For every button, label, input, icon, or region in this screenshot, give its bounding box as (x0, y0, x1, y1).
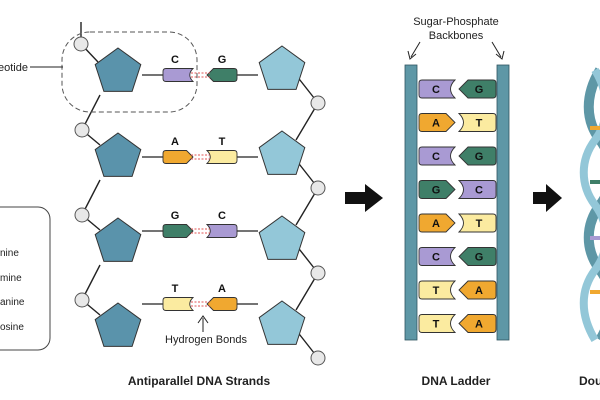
ladder-letter-left-5: A (432, 218, 440, 230)
ladder-base-left-2 (418, 113, 456, 132)
sugar-phosphate-label-line1: Sugar-Phosphate (413, 16, 499, 28)
ladder-base-left-3 (418, 146, 457, 166)
sugar-right-2 (258, 130, 306, 175)
ladder-letter-left-6: C (432, 252, 440, 264)
sugar-pentagons (94, 45, 306, 347)
strand-letter-right-4: A (218, 283, 226, 295)
ladder-right-backbone (496, 64, 510, 341)
ladder-left-backbone (404, 64, 418, 341)
ladder-letter-left-4: G (432, 185, 441, 197)
sugar-phosphate-label-line2: Backbones (429, 30, 484, 42)
strand-base-right-4 (206, 297, 238, 311)
ladder-base-left-7 (418, 280, 457, 300)
sugar-left-1 (94, 47, 142, 92)
sugar-left-2 (94, 132, 142, 177)
ladder-letter-left-1: C (432, 84, 440, 96)
strand-letter-right-2: T (219, 136, 226, 148)
ladder-letter-left-8: T (433, 319, 440, 331)
ladder-base-left-5 (418, 213, 456, 233)
strand-letter-left-4: T (172, 283, 179, 295)
ladder-base-left-6 (418, 247, 457, 266)
antiparallel-title: Antiparallel DNA Strands (128, 374, 271, 388)
hbond-pointer-arrow (197, 315, 209, 324)
ladder-base-right-5 (457, 213, 497, 233)
ladder-base-right-8 (458, 314, 497, 333)
ladder-base-right-1 (458, 79, 497, 99)
backbone-pointer-arrows (407, 41, 505, 60)
double-helix-partial (579, 67, 600, 343)
strand-letter-right-1: G (218, 54, 227, 66)
strand-base-left-4 (162, 297, 195, 311)
ladder-base-right-3 (458, 146, 497, 166)
sugar-right-4 (258, 300, 306, 345)
strand-base-left-2 (162, 150, 194, 164)
ladder-base-right-4 (457, 180, 497, 199)
strand-base-right-2 (205, 150, 238, 164)
legend-item-4: osine (0, 322, 24, 333)
ladder-base-left-8 (418, 314, 457, 333)
legend-item-2: mine (0, 273, 22, 284)
ladder-base-pairs: C G A T C G G C A T C G T A T A (418, 79, 497, 333)
ladder-letter-left-2: A (432, 118, 440, 130)
ladder-letter-right-4: C (475, 185, 483, 197)
ladder-base-left-4 (418, 180, 456, 199)
ladder-letter-left-7: T (433, 285, 440, 297)
nucleotide-label: eotide (0, 62, 28, 74)
strand-letter-left-1: C (171, 54, 179, 66)
ladder-letter-right-2: T (476, 118, 483, 130)
legend-item-1: nine (0, 248, 19, 259)
hydrogen-bonds-label: Hydrogen Bonds (165, 334, 247, 346)
phosphate-circles (73, 36, 326, 366)
legend-item-3: anine (0, 297, 25, 308)
sugar-left-4 (94, 302, 142, 347)
ladder-base-left-1 (418, 79, 457, 99)
strand-base-left-1 (162, 68, 195, 82)
double-helix-title: Dou (579, 374, 600, 388)
strand-base-right-1 (206, 68, 238, 82)
ladder-base-right-7 (458, 280, 497, 300)
ladder-letter-right-3: G (475, 151, 484, 163)
ladder-letter-right-5: T (476, 218, 483, 230)
ladder-letter-left-3: C (432, 151, 440, 163)
strand-base-pairs: C G A T G C T A (142, 54, 258, 311)
sugar-left-3 (94, 217, 142, 262)
ladder-letter-right-6: G (475, 252, 484, 264)
right-arrow-icon (533, 184, 562, 212)
ladder-base-right-2 (457, 113, 497, 132)
strand-letter-left-2: A (171, 136, 179, 148)
ladder-letter-right-7: A (475, 285, 483, 297)
strand-letter-left-3: G (171, 210, 180, 222)
right-arrow-icon (345, 184, 383, 212)
sugar-right-1 (258, 45, 306, 90)
ladder-letter-right-1: G (475, 84, 484, 96)
strand-base-left-3 (162, 224, 194, 238)
sugar-right-3 (258, 215, 306, 260)
strand-letter-right-3: C (218, 210, 226, 222)
legend-box (0, 206, 51, 351)
ladder-letter-right-8: A (475, 319, 483, 331)
ladder-title: DNA Ladder (422, 374, 491, 388)
ladder-base-right-6 (458, 247, 497, 266)
strand-base-right-3 (205, 224, 238, 238)
